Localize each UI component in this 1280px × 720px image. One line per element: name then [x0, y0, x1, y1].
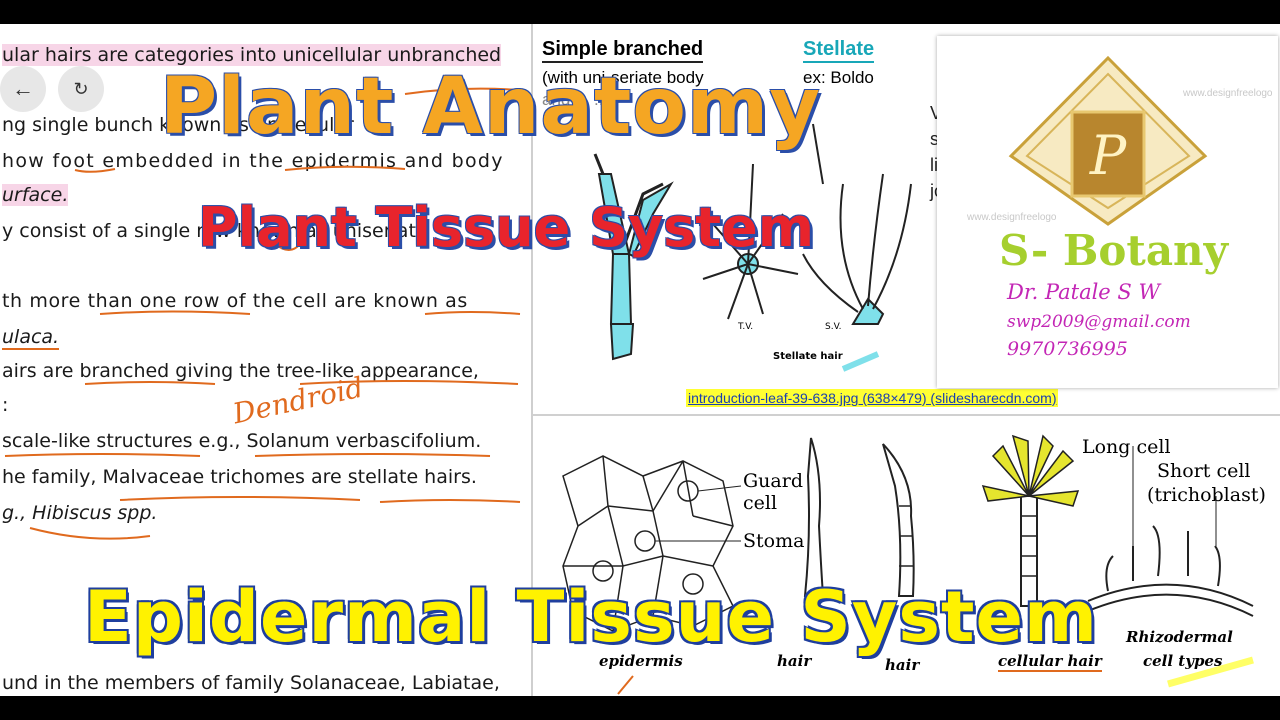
figure-subheading-2: and ... ...	[542, 90, 609, 109]
trichome-drawings: T.V. S.V. Stellate hair	[593, 123, 912, 372]
stellate-caption: Stellate hair	[773, 351, 843, 362]
note-line: ular hairs are categories into unicellul…	[2, 44, 502, 66]
figure-heading: Simple branched	[542, 38, 704, 63]
main-title: Plant Anatomy	[160, 62, 822, 152]
trichome-figure-top: Simple branched (with uni-seriate body a…	[533, 24, 937, 414]
note-text: :	[2, 394, 9, 416]
note-text: ng single bunch known as unicellular	[2, 114, 354, 136]
multicellular-caption: hair	[885, 656, 920, 674]
note-text: ular hairs are categories into unicellul…	[2, 44, 502, 66]
note-line: he family, Malvaceae trichomes are stell…	[2, 466, 477, 488]
note-line: ulaca.	[2, 326, 60, 350]
cell-types-caption: cell types	[1143, 652, 1223, 670]
sv-label: S.V.	[825, 322, 841, 332]
epidermis-drawings	[562, 434, 1254, 632]
logo-card: www.designfreelogo www.designfreelogo P …	[937, 36, 1278, 388]
trichoblast-label: (trichoblast)	[1147, 484, 1266, 506]
author-name: Dr. Patale S W	[1007, 280, 1161, 304]
epidermis-caption: epidermis	[599, 652, 683, 670]
pen-marks	[4, 87, 521, 540]
note-line: th more than one row of the cell are kno…	[2, 290, 468, 312]
notes-panel: ular hairs are categories into unicellul…	[0, 24, 533, 696]
author-phone: 9970736995	[1007, 338, 1128, 360]
note-text: urface.	[2, 184, 69, 206]
guard-cell-label: Guard cell	[743, 470, 803, 514]
note-text: th more than one row of the cell are kno…	[2, 290, 468, 312]
monogram-emblem: P	[1008, 55, 1208, 226]
note-text: und in the members of family Solanaceae,…	[2, 672, 500, 694]
note-text: g., Hibiscus spp.	[2, 502, 158, 524]
note-text: y consist of a single row known as unise…	[2, 220, 428, 242]
note-line: ng single bunch known as unicellular	[2, 114, 354, 136]
watermark-text: www.designfreelogo	[967, 212, 1057, 223]
stellate-example: ex: Boldo	[803, 68, 874, 87]
note-line: :	[2, 394, 8, 416]
bottom-title: Epidermal Tissue System	[84, 576, 1098, 658]
note-line: airs are branched giving the tree-like a…	[2, 360, 479, 382]
back-button[interactable]: ←	[0, 66, 46, 112]
note-text: scale-like structures e.g., Solanum verb…	[2, 430, 482, 452]
note-line: y consist of a single row known as unise…	[2, 220, 428, 242]
refresh-button[interactable]: ↻	[58, 66, 104, 112]
monogram-letter: P	[1089, 124, 1128, 187]
stoma-label: Stoma	[743, 530, 805, 552]
short-cell-label: Short cell	[1157, 460, 1251, 482]
branched-caption: cellular hair	[998, 652, 1102, 672]
subtitle: Plant Tissue System	[198, 196, 815, 259]
epidermis-figure-bottom: Guard cell Stoma Long cell Short cell (t…	[533, 414, 1280, 696]
refresh-icon: ↻	[73, 78, 89, 99]
brand-name: S- Botany	[999, 226, 1228, 275]
letterbox-bottom	[0, 696, 1280, 720]
stellate-heading: Stellate	[803, 38, 875, 63]
long-cell-label: Long cell	[1082, 436, 1171, 458]
note-text: he family, Malvaceae trichomes are stell…	[2, 466, 477, 488]
figure-subheading: (with uni-seriate body	[542, 68, 704, 87]
author-email: swp2009@gmail.com	[1007, 312, 1191, 332]
image-source-link[interactable]: introduction-leaf-39-638.jpg (638×479) (…	[686, 389, 1059, 407]
note-line: scale-like structures e.g., Solanum verb…	[2, 430, 481, 452]
note-line: und in the members of family Solanaceae,…	[2, 672, 500, 694]
note-line: urface.	[2, 184, 69, 206]
unicellular-caption: hair	[777, 652, 812, 670]
note-line: g., Hibiscus spp.	[2, 502, 157, 524]
note-text: ulaca.	[2, 326, 60, 350]
watermark-text: www.designfreelogo	[1183, 88, 1273, 99]
tv-label: T.V.	[737, 322, 753, 332]
note-text: airs are branched giving the tree-like a…	[2, 360, 479, 382]
letterbox-top	[0, 0, 1280, 24]
back-arrow-icon: ←	[12, 76, 34, 101]
rhizodermal-caption: Rhizodermal	[1126, 628, 1233, 646]
